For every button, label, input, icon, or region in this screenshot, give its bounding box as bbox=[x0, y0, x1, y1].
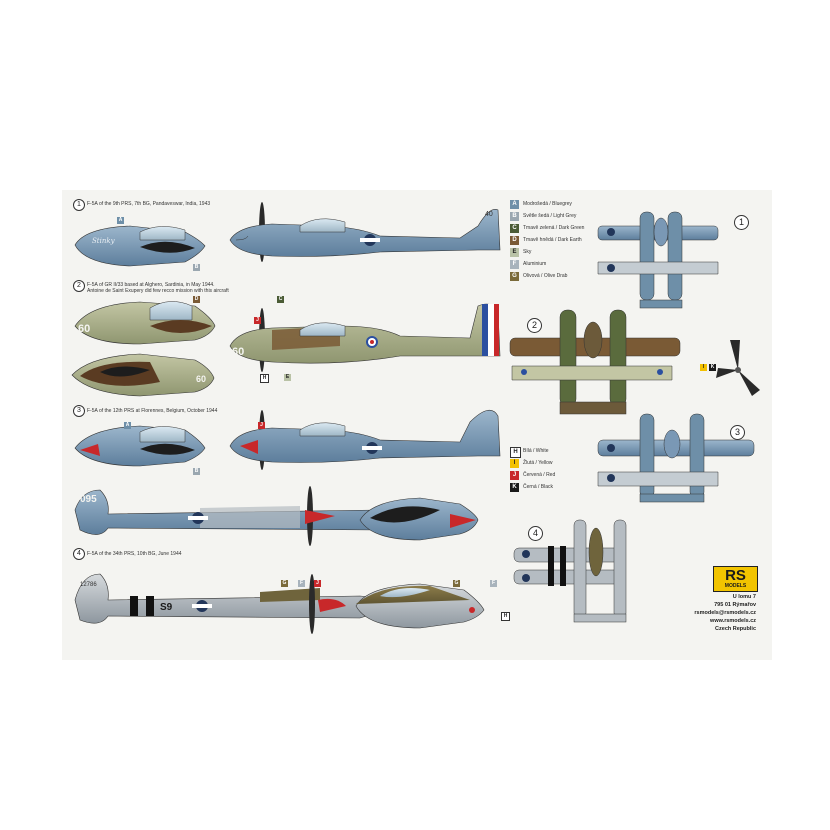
callout-tag-j: J bbox=[254, 317, 261, 324]
propeller-detail bbox=[716, 340, 760, 396]
legend-swatch-b: B bbox=[510, 212, 519, 221]
legend-swatch-g: G bbox=[510, 272, 519, 281]
scheme-1-side: 40 bbox=[229, 202, 501, 262]
legend-label-h: Bílá / White bbox=[523, 448, 549, 454]
callout-tag-c: C bbox=[277, 296, 284, 303]
scheme-1-nose: Stinky bbox=[74, 225, 206, 267]
svg-text:60: 60 bbox=[78, 323, 90, 335]
svg-text:60: 60 bbox=[196, 374, 206, 384]
caption-scheme-4: F-5A of the 34th PRS, 10th BG, June 1944 bbox=[87, 551, 182, 557]
legend-swatch-c: C bbox=[510, 224, 519, 233]
scheme-2-nose-top: 60 bbox=[74, 301, 216, 345]
scheme-3-tail: 095 bbox=[74, 486, 413, 546]
scheme-number-1: 1 bbox=[73, 199, 85, 211]
legend-label-c: Tmavě zelená / Dark Green bbox=[523, 225, 585, 231]
top-view-number-2: 2 bbox=[527, 318, 542, 333]
caption-scheme-2b: Antoine de Saint Exupery did few recco m… bbox=[87, 288, 229, 294]
callout-tag-a: A bbox=[117, 217, 124, 224]
scheme-3-nose bbox=[74, 425, 206, 467]
scheme-3-top bbox=[597, 413, 755, 503]
scheme-1-top bbox=[597, 211, 719, 309]
callout-tag-j-4: J bbox=[314, 580, 321, 587]
callout-tag-g: G bbox=[281, 580, 288, 587]
legend-label-i: Žlutá / Yellow bbox=[523, 460, 553, 466]
top-view-number-1: 1 bbox=[734, 215, 749, 230]
callout-tag-e: E bbox=[284, 374, 291, 381]
address-country: Czech Republic bbox=[715, 626, 756, 632]
scheme-2-top bbox=[509, 309, 681, 415]
legend-label-j: Červená / Red bbox=[523, 472, 556, 478]
callout-tag-h: H bbox=[260, 374, 269, 383]
legend-swatch-a: A bbox=[510, 200, 519, 209]
top-view-number-3: 3 bbox=[730, 425, 745, 440]
callout-tag-f: F bbox=[298, 580, 305, 587]
legend-swatch-h: H bbox=[510, 447, 521, 458]
caption-scheme-2a: F-5A of GR II/33 based at Alghero, Sardi… bbox=[87, 282, 215, 288]
legend-label-f: Aluminium bbox=[523, 261, 547, 267]
legend-label-k: Černá / Black bbox=[523, 484, 554, 490]
scheme-4-top bbox=[513, 519, 627, 623]
callout-tag-g-4: G bbox=[453, 580, 460, 587]
legend-swatch-i: I bbox=[510, 459, 519, 468]
legend-swatch-d: D bbox=[510, 236, 519, 245]
address-website: www.rsmodels.cz bbox=[710, 618, 756, 624]
scheme-4-side: 12786 S9 bbox=[74, 573, 393, 634]
scheme-number-4: 4 bbox=[73, 548, 85, 560]
svg-text:095: 095 bbox=[80, 494, 97, 505]
caption-scheme-3: F-5A of the 12th PRS at Florennes, Belgi… bbox=[87, 408, 218, 414]
top-view-number-4: 4 bbox=[528, 526, 543, 541]
rs-models-logo: RS MODELS bbox=[713, 566, 758, 592]
svg-text:12786: 12786 bbox=[80, 582, 97, 588]
scheme-3-side bbox=[229, 409, 501, 470]
legend-swatch-k: K bbox=[510, 483, 519, 492]
scheme-4-nose bbox=[355, 583, 485, 629]
svg-text:S9: S9 bbox=[160, 602, 173, 613]
address-email: rsmodels@rsmodels.cz bbox=[694, 610, 756, 616]
legend-label-e: Sky bbox=[523, 249, 532, 255]
address-line-2: 795 01 Rýmařov bbox=[714, 602, 756, 608]
scheme-2-side: 60 bbox=[229, 303, 501, 372]
logo-main: RS bbox=[725, 567, 746, 584]
callout-tag-j-3: J bbox=[258, 422, 265, 429]
scheme-number-3: 3 bbox=[73, 405, 85, 417]
callout-tag-h-4: H bbox=[501, 612, 510, 621]
logo-sub: MODELS bbox=[724, 583, 747, 589]
svg-text:60: 60 bbox=[232, 346, 244, 358]
legend-swatch-f: F bbox=[510, 260, 519, 269]
callout-tag-a-3: A bbox=[124, 422, 131, 429]
callout-tag-b-3: B bbox=[193, 468, 200, 475]
legend-swatch-e: E bbox=[510, 248, 519, 257]
callout-tag-k: K bbox=[709, 364, 716, 371]
legend-label-d: Tmavě hnědá / Dark Earth bbox=[523, 237, 582, 243]
callout-tag-b: B bbox=[193, 264, 200, 271]
callout-tag-i: I bbox=[700, 364, 707, 371]
scheme-3-nose-2 bbox=[359, 497, 479, 541]
callout-tag-f-4: F bbox=[490, 580, 497, 587]
callout-tag-d: D bbox=[193, 296, 200, 303]
legend-swatch-j: J bbox=[510, 471, 519, 480]
scheme-number-2: 2 bbox=[73, 280, 85, 292]
scheme-2-nose-bottom: 60 bbox=[71, 353, 215, 397]
svg-text:40: 40 bbox=[485, 211, 493, 218]
address-line-1: U lomu 7 bbox=[732, 594, 756, 600]
legend-label-a: Modrošedá / Bluegrey bbox=[523, 201, 572, 207]
caption-scheme-1: F-5A of the 9th PRS, 7th BG, Pandaveswar… bbox=[87, 201, 211, 207]
svg-text:Stinky: Stinky bbox=[92, 237, 116, 245]
legend-label-b: Světle šedá / Light Grey bbox=[523, 213, 577, 219]
legend-label-g: Olivová / Olive Drab bbox=[523, 273, 568, 279]
